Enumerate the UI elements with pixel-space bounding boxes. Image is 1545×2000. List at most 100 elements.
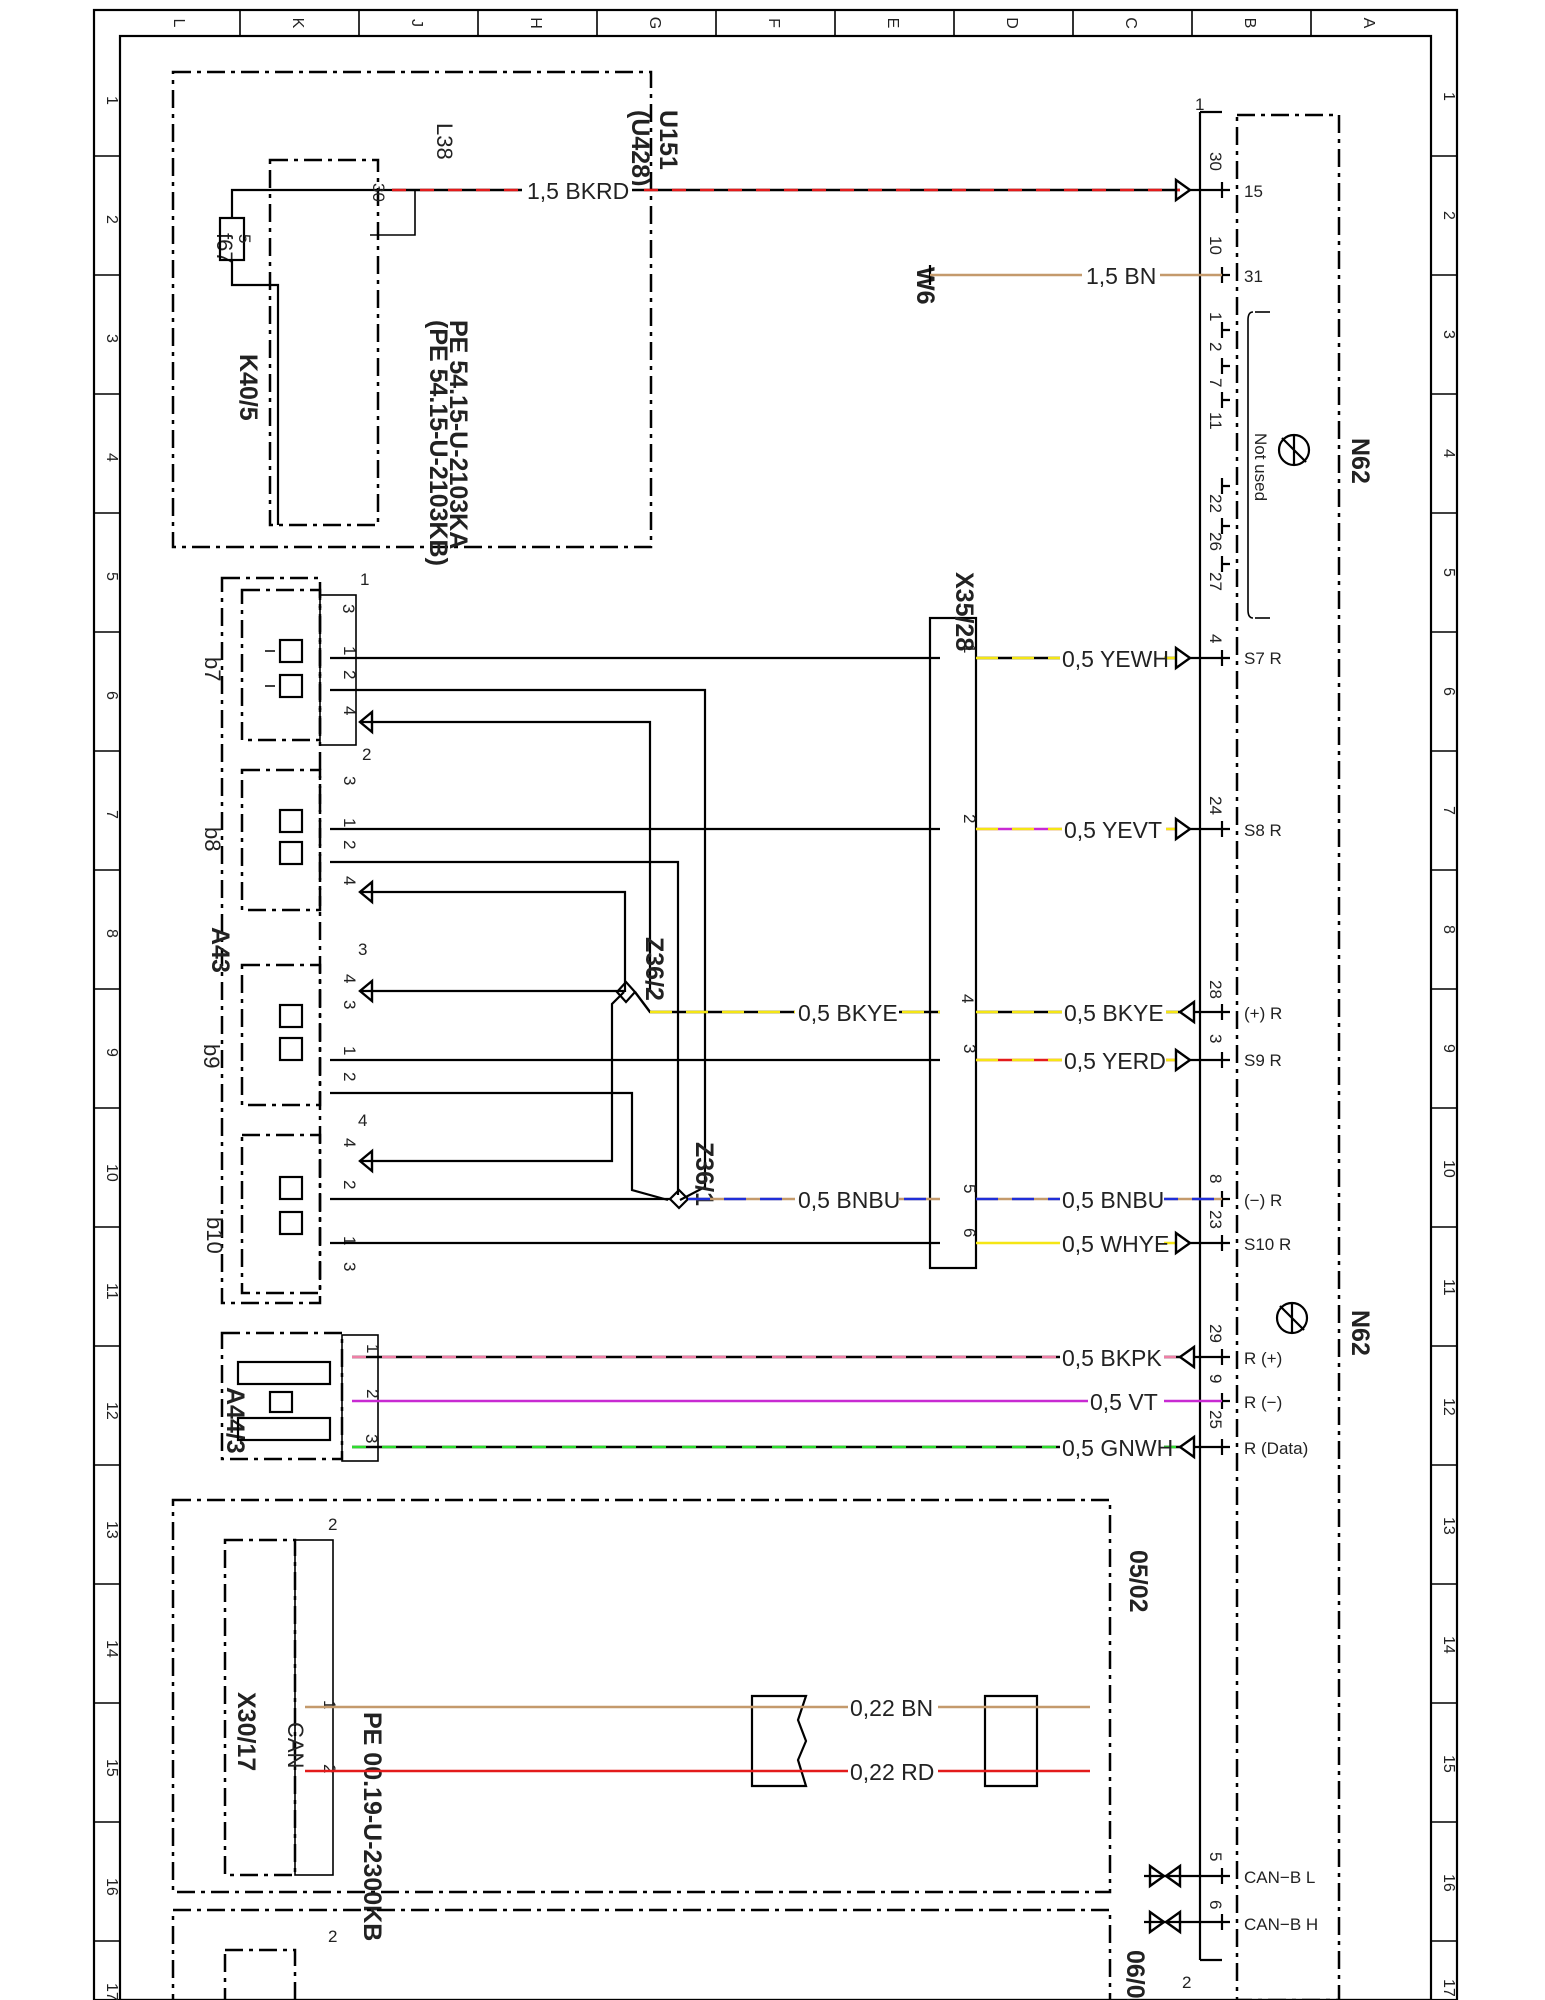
svg-text:28: 28: [1206, 980, 1225, 999]
svg-text:16: 16: [103, 1878, 120, 1896]
col-label-h: H: [527, 17, 544, 29]
svg-text:12: 12: [1440, 1398, 1457, 1416]
svg-text:3: 3: [362, 1434, 381, 1443]
svg-text:CAN−B H: CAN−B H: [1244, 1915, 1318, 1934]
speaker-symbol-bottom-icon: [1275, 1301, 1309, 1335]
svg-text:9: 9: [1206, 1374, 1225, 1383]
x30-17-label: X30/17: [232, 1692, 260, 1771]
wire-label-canl: 0,22 BN: [850, 1695, 933, 1721]
svg-text:3: 3: [103, 334, 120, 343]
col-label-e: E: [884, 18, 901, 29]
svg-text:1: 1: [340, 646, 359, 655]
svg-text:4: 4: [1440, 449, 1457, 458]
wire-s10-whye: 0,5 WHYE: [976, 1230, 1222, 1257]
n62-label-bottom: N62: [1346, 1310, 1374, 1356]
svg-text:R (+): R (+): [1244, 1349, 1282, 1368]
x35-28-connector: X35/28 1 2 4 3 5 6: [928, 572, 979, 1270]
svg-text:8: 8: [103, 929, 120, 938]
col-label-f: F: [765, 18, 782, 28]
k40-pin-30: 30: [369, 183, 388, 202]
a43-label: A43: [206, 927, 234, 973]
svg-text:S9 R: S9 R: [1244, 1051, 1282, 1070]
svg-text:23: 23: [1206, 1210, 1225, 1229]
wire-plus-bkye: 0,5 BKYE 0,5 BKYE: [634, 991, 1222, 1026]
svg-text:1: 1: [360, 570, 369, 589]
svg-text:2: 2: [340, 840, 359, 849]
svg-text:3: 3: [340, 1262, 359, 1271]
n62-pin-sockets: [1220, 182, 1230, 1930]
svg-text:6: 6: [1206, 1900, 1225, 1909]
svg-text:2: 2: [340, 670, 359, 679]
n62-pin-list: 30 15 10 31 1 2 7 11 22 26 27 4 S7 R 24 …: [1206, 152, 1318, 1934]
wire-label-yerd: 0,5 YERD: [1064, 1048, 1166, 1074]
svg-text:31: 31: [1244, 267, 1263, 286]
svg-text:2: 2: [340, 1180, 359, 1189]
col-label-k: K: [289, 18, 306, 29]
inner-frame: [118, 34, 1433, 2000]
svg-text:1: 1: [363, 1344, 382, 1353]
svg-text:2: 2: [328, 1515, 337, 1534]
wire-s8-yevt: 0,5 YEVT: [976, 816, 1222, 843]
svg-text:15: 15: [1440, 1755, 1457, 1773]
svg-text:6: 6: [1440, 687, 1457, 696]
svg-text:15: 15: [103, 1759, 120, 1777]
svg-text:4: 4: [358, 1111, 367, 1130]
svg-text:7: 7: [1206, 378, 1225, 387]
svg-text:13: 13: [103, 1521, 120, 1539]
svg-text:2: 2: [1206, 342, 1225, 351]
svg-text:S8 R: S8 R: [1244, 821, 1282, 840]
wire-canh-rd: 0,22 RD: [305, 1759, 1090, 1785]
svg-text:8: 8: [1440, 925, 1457, 934]
wire-s7-yewh: 0,5 YEWH: [976, 645, 1222, 672]
svg-text:4: 4: [340, 974, 359, 983]
wire-label-bnbu-a: 0,5 BNBU: [798, 1187, 900, 1213]
svg-text:4: 4: [1206, 634, 1225, 643]
svg-text:S7 R: S7 R: [1244, 649, 1282, 668]
svg-text:2: 2: [320, 1764, 339, 1773]
svg-text:2: 2: [362, 745, 371, 764]
svg-text:3: 3: [340, 1000, 359, 1009]
twisted-pair-icon: [750, 1694, 1039, 1788]
wire-label-bkye-a: 0,5 BKYE: [798, 1000, 898, 1026]
svg-text:14: 14: [1440, 1636, 1457, 1654]
svg-text:R (−): R (−): [1244, 1393, 1282, 1412]
n62-module: 1 2 N62 N62 Not used 30 15 10 31 1 2 7 1…: [1182, 95, 1374, 2000]
col-label-c: C: [1122, 17, 1139, 29]
svg-text:1: 1: [340, 1236, 359, 1245]
svg-text:5: 5: [1440, 568, 1457, 577]
svg-text:7: 7: [103, 810, 120, 819]
n62-connector-number-top: 1: [1195, 95, 1204, 114]
svg-text:25: 25: [1206, 1410, 1225, 1429]
svg-text:1: 1: [340, 1046, 359, 1055]
svg-text:29: 29: [1206, 1324, 1225, 1343]
wire-s9-yerd: 0,5 YERD: [976, 1047, 1222, 1074]
f67-label: f67: [212, 233, 237, 264]
svg-text:2: 2: [103, 215, 120, 224]
svg-text:24: 24: [1206, 796, 1225, 815]
svg-text:1: 1: [320, 1700, 339, 1709]
a44-3-label: A44/3: [221, 1387, 249, 1454]
svg-text:3: 3: [1440, 330, 1457, 339]
k40-5-label: K40/5: [234, 354, 262, 421]
wire-15-bkrd: 1,5 BKRD: [392, 177, 1222, 204]
wire-rminus-vt: 0,5 VT: [352, 1389, 1222, 1415]
svg-text:4: 4: [340, 1138, 359, 1147]
z36-1-label: Z36/1: [690, 1142, 718, 1206]
svg-text:22: 22: [1206, 494, 1225, 513]
wire-label-yevt: 0,5 YEVT: [1064, 817, 1162, 843]
svg-text:7: 7: [1440, 806, 1457, 815]
svg-text:3: 3: [1206, 1034, 1225, 1043]
svg-text:S10 R: S10 R: [1244, 1235, 1291, 1254]
wire-label-bkye-b: 0,5 BKYE: [1064, 1000, 1164, 1026]
splice-z36-2: Z36/2: [615, 937, 668, 1004]
svg-text:R (Data): R (Data): [1244, 1439, 1308, 1458]
svg-text:CAN−B L: CAN−B L: [1244, 1868, 1315, 1887]
fuse-value: 5: [235, 234, 254, 243]
b8-label: b8: [200, 827, 225, 851]
wire-canl-bn: 0,22 BN: [305, 1695, 1090, 1721]
wire-label-15-bkrd: 1,5 BKRD: [527, 178, 629, 204]
l38-label: L38: [432, 123, 457, 160]
svg-text:13: 13: [1440, 1517, 1457, 1535]
speaker-symbol-top-icon: [1277, 433, 1311, 467]
can-label: CAN: [283, 1722, 308, 1768]
